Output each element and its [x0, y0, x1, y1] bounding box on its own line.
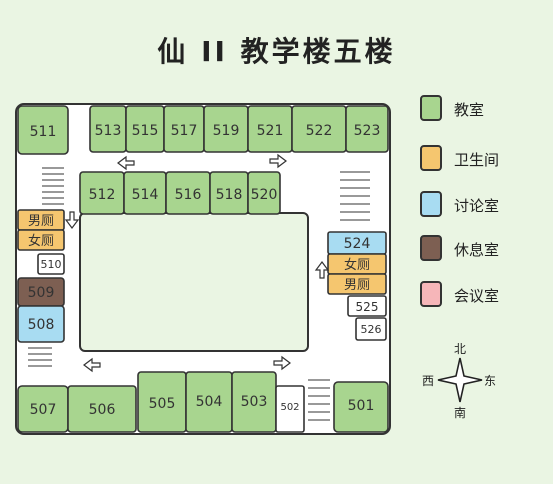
svg-text:517: 517 [171, 123, 198, 139]
svg-text:519: 519 [213, 123, 240, 139]
svg-text:514: 514 [132, 187, 159, 203]
legend-swatch-classroom [420, 95, 442, 121]
compass-south: 南 [454, 406, 467, 420]
svg-text:521: 521 [257, 123, 284, 139]
room-526[interactable]: 526 [355, 317, 387, 341]
room-521[interactable]: 521 [247, 105, 293, 153]
room-505[interactable]: 505 [137, 371, 187, 433]
legend-swatch-lounge [420, 235, 442, 261]
room-506[interactable]: 506 [67, 385, 137, 433]
womens-restroom-left[interactable]: 女厕 [17, 229, 65, 251]
svg-text:520: 520 [251, 187, 278, 203]
room-519[interactable]: 519 [203, 105, 249, 153]
legend-restroom: 卫生间 [420, 145, 530, 173]
svg-text:518: 518 [216, 187, 243, 203]
compass-north: 北 [454, 342, 467, 356]
svg-text:男厕: 男厕 [344, 278, 370, 293]
stairs-northwest [42, 167, 64, 205]
room-518[interactable]: 518 [209, 171, 249, 215]
room-508[interactable]: 508 [17, 305, 65, 343]
room-512[interactable]: 512 [79, 171, 125, 215]
room-525[interactable]: 525 [347, 295, 387, 317]
room-515[interactable]: 515 [125, 105, 165, 153]
room-514[interactable]: 514 [123, 171, 167, 215]
legend-label-lounge: 休息室 [454, 241, 500, 259]
svg-text:509: 509 [28, 285, 55, 301]
compass-star-icon [437, 357, 483, 403]
svg-text:505: 505 [149, 396, 176, 412]
legend-swatch-discussion [420, 191, 442, 217]
svg-text:512: 512 [89, 187, 116, 203]
svg-text:女厕: 女厕 [28, 233, 54, 249]
svg-text:516: 516 [175, 187, 202, 203]
svg-text:510: 510 [41, 258, 62, 271]
room-522[interactable]: 522 [291, 105, 347, 153]
room-507[interactable]: 507 [17, 385, 69, 433]
svg-text:523: 523 [354, 123, 381, 139]
room-523[interactable]: 523 [345, 105, 389, 153]
svg-text:男厕: 男厕 [28, 214, 54, 229]
svg-text:511: 511 [30, 124, 57, 140]
room-504[interactable]: 504 [185, 371, 233, 433]
compass-rose: 北 南 东 西 [420, 340, 500, 420]
room-524[interactable]: 524 [327, 231, 387, 255]
compass-east: 东 [484, 374, 497, 388]
room-513[interactable]: 513 [89, 105, 127, 153]
svg-text:506: 506 [89, 402, 116, 418]
room-517[interactable]: 517 [163, 105, 205, 153]
legend-label-restroom: 卫生间 [454, 151, 500, 169]
legend-lounge: 休息室 [420, 235, 530, 263]
room-516[interactable]: 516 [165, 171, 211, 215]
stairs-northeast [340, 171, 370, 221]
svg-text:507: 507 [30, 402, 57, 418]
legend-discussion: 讨论室 [420, 191, 530, 219]
svg-text:508: 508 [28, 317, 55, 333]
room-520[interactable]: 520 [247, 171, 281, 215]
room-509[interactable]: 509 [17, 277, 65, 307]
compass-west: 西 [422, 374, 435, 388]
svg-text:522: 522 [306, 123, 333, 139]
room-510[interactable]: 510 [37, 253, 65, 275]
stairs-south [308, 379, 330, 421]
room-511[interactable]: 511 [17, 105, 69, 155]
svg-text:502: 502 [280, 402, 299, 413]
courtyard [79, 212, 309, 352]
legend-meeting: 会议室 [420, 281, 530, 309]
legend-swatch-restroom [420, 145, 442, 171]
legend-label-meeting: 会议室 [454, 287, 500, 305]
legend-classroom: 教室 [420, 95, 530, 123]
legend-swatch-meeting [420, 281, 442, 307]
legend-label-classroom: 教室 [454, 101, 485, 119]
room-501[interactable]: 501 [333, 381, 389, 433]
svg-text:515: 515 [132, 123, 159, 139]
mens-restroom-left[interactable]: 男厕 [17, 209, 65, 231]
corridor-arrows [64, 153, 330, 373]
stairs-southwest [28, 347, 52, 367]
mens-restroom-right[interactable]: 男厕 [327, 273, 387, 295]
svg-text:526: 526 [361, 323, 382, 336]
svg-text:504: 504 [196, 394, 223, 410]
svg-text:503: 503 [241, 394, 268, 410]
page-title: 仙 II 教学楼五楼 [157, 35, 396, 68]
svg-text:525: 525 [356, 300, 379, 314]
svg-text:女厕: 女厕 [344, 257, 370, 273]
svg-text:501: 501 [348, 398, 375, 414]
room-503[interactable]: 503 [231, 371, 277, 433]
legend-label-discussion: 讨论室 [454, 197, 500, 215]
svg-text:524: 524 [344, 236, 371, 252]
room-502[interactable]: 502 [275, 385, 305, 433]
svg-text:513: 513 [95, 123, 122, 139]
womens-restroom-right[interactable]: 女厕 [327, 253, 387, 275]
